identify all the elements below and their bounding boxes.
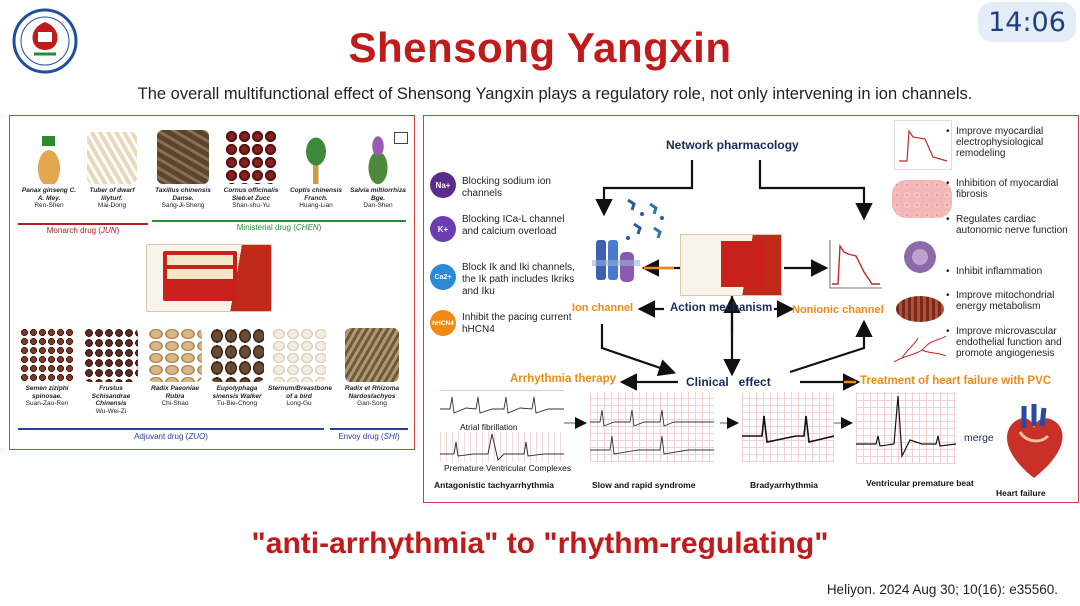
ecg-label: Slow and rapid syndrome	[592, 480, 696, 490]
herb-image	[225, 130, 277, 184]
tagline: "anti-arrhythmia" to "rhythm-regulating"	[251, 527, 829, 560]
herb-item: Tuber of dwarf lilyturf. Mai-Dong	[82, 132, 142, 210]
clinical-effect-label: Clinical effect	[686, 375, 771, 389]
ecg-label: Heart failure	[996, 488, 1046, 498]
ion-channel-label: Ion channel	[572, 302, 634, 314]
ecg-label: Bradyarrhythmia	[750, 480, 819, 490]
nonionic-effect-item: Improve mitochondrial energy metabolism	[946, 290, 1078, 312]
network-pharmacology-label: Network pharmacology	[666, 138, 799, 152]
fibrosis-tissue-image	[892, 180, 952, 218]
diagram-arrows	[564, 160, 873, 429]
herb-image	[84, 328, 138, 382]
herb-image	[210, 328, 264, 382]
molecules-image	[620, 194, 670, 248]
product-box-image	[146, 244, 272, 312]
herb-image	[293, 130, 339, 184]
herb-item: Cornus officinalis Sieb.et Zucc Shan-shu…	[220, 130, 282, 210]
ecg-label: Atrial fibrillation	[460, 422, 518, 432]
herb-item: Radix Paeoniae Rubra Chi-Shao	[144, 328, 206, 408]
page-subtitle: The overall multifunctional effect of Sh…	[137, 85, 973, 103]
potassium-ion-icon: K+	[430, 216, 456, 242]
electrophysiology-graph-image	[894, 120, 952, 170]
herb-item: Taxillus chinensis Danse. Sang-Ji-Sheng	[152, 130, 214, 210]
page-title: Shensong Yangxin	[348, 24, 732, 71]
merge-label: merge	[964, 432, 994, 444]
divider	[330, 428, 408, 430]
group-label-adjuvant: Adjuvant drug (ZUO)	[134, 432, 208, 441]
herb-image	[272, 328, 326, 382]
herb-image	[87, 132, 137, 184]
nonionic-effect-item: Improve myocardial electrophysiological …	[946, 126, 1078, 159]
microvessel-image	[892, 334, 948, 366]
ecg-strip-atrial-fibrillation	[440, 390, 564, 421]
ion-effect-text: Blocking ICa-L channel and calcium overl…	[462, 214, 565, 237]
calcium-ion-icon: Ca2+	[430, 264, 456, 290]
heart-image	[1000, 402, 1068, 480]
clock-time: 14:06	[978, 2, 1076, 42]
citation: Heliyon. 2024 Aug 30; 10(16): e35560.	[826, 582, 1058, 597]
herb-item: Salvia miltiorrhiza Bge. Dan-Shen	[348, 130, 408, 210]
divider	[18, 223, 148, 225]
nonionic-effect-item: Improve microvascular endothelial functi…	[946, 326, 1078, 359]
ecg-strip-brady	[742, 392, 835, 462]
nonionic-channel-label: Nonionic channel	[792, 304, 884, 316]
ion-effect-text: Blocking sodium ion channels	[462, 176, 551, 199]
herb-item: Panax ginseng C. A. Mey. Ren-Shen	[18, 132, 80, 210]
ecg-label: Antagonistic tachyarrhythmia	[434, 480, 554, 490]
herb-image	[148, 328, 202, 382]
nonionic-effect-item: Inhibit inflammation	[946, 266, 1078, 277]
herb-image	[345, 328, 399, 382]
ion-effect-text: Block Ik and Iki channels, the Ik path i…	[462, 262, 575, 297]
arrhythmia-therapy-label: Arrhythmia therapy	[510, 373, 617, 385]
product-box-image	[680, 234, 782, 296]
ecg-label: Ventricular premature beat	[866, 478, 974, 488]
herb-item: Eupolyphaga sinensis Walker Tu-Bie-Chong	[206, 328, 268, 408]
nonionic-effect-item: Regulates cardiac autonomic nerve functi…	[946, 214, 1078, 236]
ecg-label: Premature Ventricular Complexes	[444, 463, 572, 473]
ecg-strip-slow-rapid	[590, 392, 714, 462]
hhcn4-icon: hHCN4	[430, 310, 456, 336]
sodium-ion-icon: Na+	[430, 172, 456, 198]
herb-item: Radix et Rhizoma Nardostachyos Gan-Song	[340, 328, 404, 408]
herbal-formula-panel: Panax ginseng C. A. Mey. Ren-Shen Tuber …	[9, 115, 415, 450]
divider	[152, 220, 406, 222]
herb-image	[157, 130, 209, 184]
ion-effect-text: Inhibit the pacing current hHCN4	[462, 312, 572, 335]
immune-cell-image	[900, 240, 940, 274]
ion-channel-image	[592, 234, 640, 290]
group-label-monarch: Monarch drug (JUN)	[46, 226, 120, 235]
group-label-envoy: Envoy drug (SHI)	[338, 432, 400, 441]
heart-failure-treatment-label: Treatment of heart failure with PVC	[860, 375, 1052, 387]
herb-image	[20, 328, 74, 382]
herb-item: Coptis chinensis Franch. Huang-Lian	[286, 130, 346, 210]
herb-item: Frustus Schisandrae Chinensis Wu-Wei-Zi	[80, 328, 142, 415]
herb-image	[27, 132, 71, 184]
herb-item: Semen ziziphi spinosae. Suan-Zao-Ren	[16, 328, 78, 408]
action-mechanism-label: Action mechanism	[670, 302, 773, 314]
herb-image	[356, 130, 400, 184]
action-potential-graph	[822, 232, 886, 296]
ecg-strip-pvc	[440, 432, 564, 462]
divider	[18, 428, 324, 430]
herb-item: Sternum/Breastbone of a bird Long-Gu	[268, 328, 332, 408]
mitochondria-image	[896, 296, 944, 322]
nonionic-effect-item: Inhibition of myocardial fibrosis	[946, 178, 1078, 200]
university-seal-icon	[12, 8, 78, 74]
mechanism-diagram-panel: Network pharmacology Action mechanism Io…	[423, 115, 1079, 503]
group-label-ministerial: Ministerial drug (CHEN)	[236, 223, 322, 232]
ecg-strip-vpb	[856, 392, 957, 464]
